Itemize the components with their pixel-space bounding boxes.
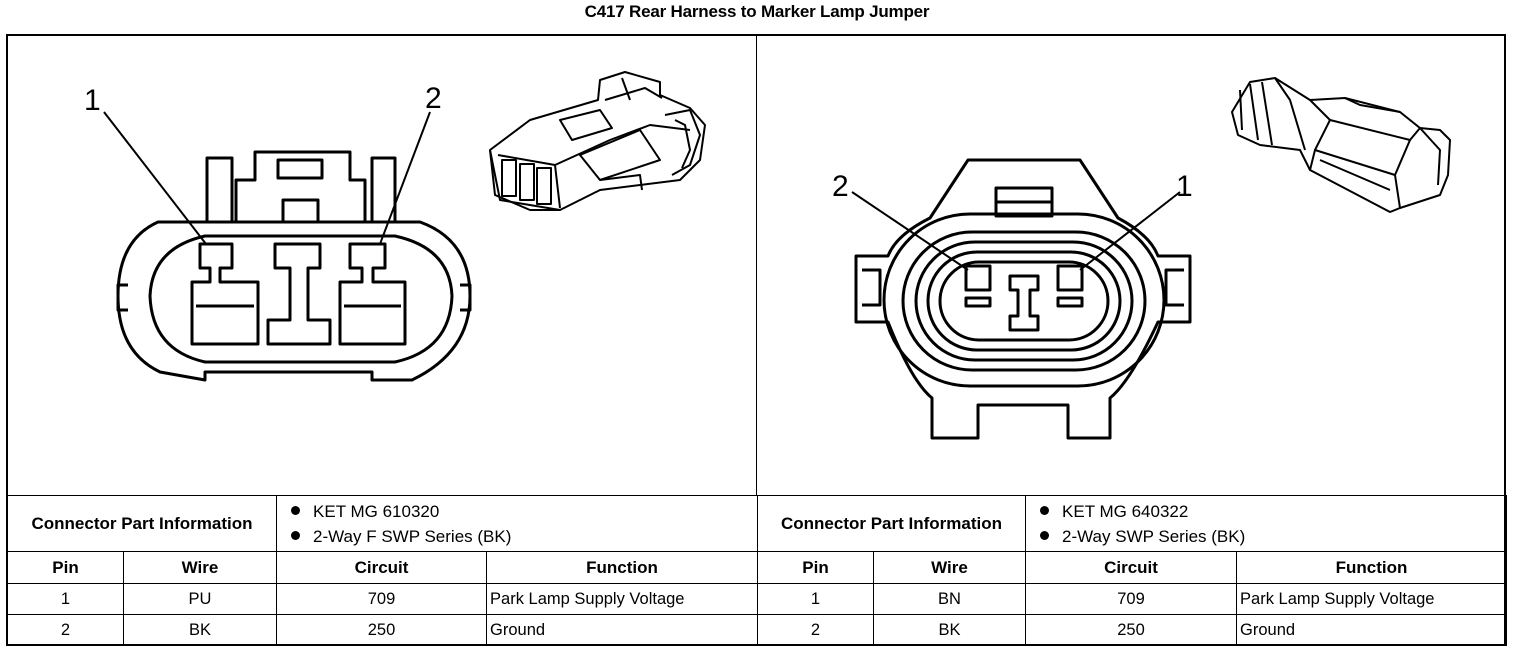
table-row: 2 BK 250 Ground — [7, 614, 759, 646]
right-part-description: 2-Way SWP Series (BK) — [1062, 526, 1246, 546]
right-header-wire: Wire — [872, 551, 1027, 584]
pin-cell: 2 — [757, 614, 874, 646]
left-pin1-callout: 1 — [84, 84, 101, 117]
bullet-icon — [1040, 505, 1050, 515]
function-cell: Park Lamp Supply Voltage — [1236, 583, 1508, 615]
bullet-icon — [291, 505, 301, 515]
circuit-cell: 250 — [1025, 614, 1238, 646]
wire-cell: PU — [122, 583, 278, 615]
table-row: 1 BN 709 Park Lamp Supply Voltage — [757, 583, 1508, 615]
center-divider — [756, 34, 757, 496]
table-row: 2 BK 250 Ground — [757, 614, 1508, 646]
left-header-pin: Pin — [7, 551, 124, 584]
wire-cell: BK — [122, 614, 278, 646]
bullet-icon — [1040, 530, 1050, 540]
left-header-wire: Wire — [122, 551, 278, 584]
pin-cell: 2 — [7, 614, 124, 646]
right-part-info: KET MG 640322 2-Way SWP Series (BK) — [1025, 495, 1508, 552]
circuit-cell: 709 — [276, 583, 488, 615]
pin-cell: 1 — [757, 583, 874, 615]
function-cell: Park Lamp Supply Voltage — [486, 583, 759, 615]
left-part-description: 2-Way F SWP Series (BK) — [313, 526, 512, 546]
left-connector-perspective-drawing — [489, 71, 706, 211]
left-part-info-label: Connector Part Information — [6, 495, 278, 552]
table-row: 1 PU 709 Park Lamp Supply Voltage — [7, 583, 759, 615]
function-cell: Ground — [1236, 614, 1508, 646]
right-connector-perspective-drawing — [1231, 77, 1451, 213]
right-connector-table: Connector Part Information KET MG 640322… — [756, 495, 1508, 646]
left-header-function: Function — [486, 551, 759, 584]
function-cell: Ground — [486, 614, 759, 646]
left-header-circuit: Circuit — [276, 551, 488, 584]
right-header-function: Function — [1236, 551, 1508, 584]
circuit-cell: 709 — [1025, 583, 1238, 615]
left-part-info: KET MG 610320 2-Way F SWP Series (BK) — [276, 495, 759, 552]
pin-cell: 1 — [7, 583, 124, 615]
right-part-info-label: Connector Part Information — [756, 495, 1027, 552]
left-pin2-callout: 2 — [425, 82, 442, 115]
right-part-number: KET MG 640322 — [1062, 501, 1189, 521]
right-pin2-callout: 2 — [832, 170, 849, 203]
bullet-icon — [291, 530, 301, 540]
right-pin1-callout: 1 — [1176, 170, 1193, 203]
wire-cell: BK — [872, 614, 1027, 646]
right-header-circuit: Circuit — [1025, 551, 1238, 584]
left-connector-table: Connector Part Information KET MG 610320… — [6, 495, 759, 646]
right-header-pin: Pin — [757, 551, 874, 584]
wire-cell: BN — [872, 583, 1027, 615]
circuit-cell: 250 — [276, 614, 488, 646]
left-part-number: KET MG 610320 — [313, 501, 440, 521]
diagram-title: C417 Rear Harness to Marker Lamp Jumper — [584, 2, 930, 21]
